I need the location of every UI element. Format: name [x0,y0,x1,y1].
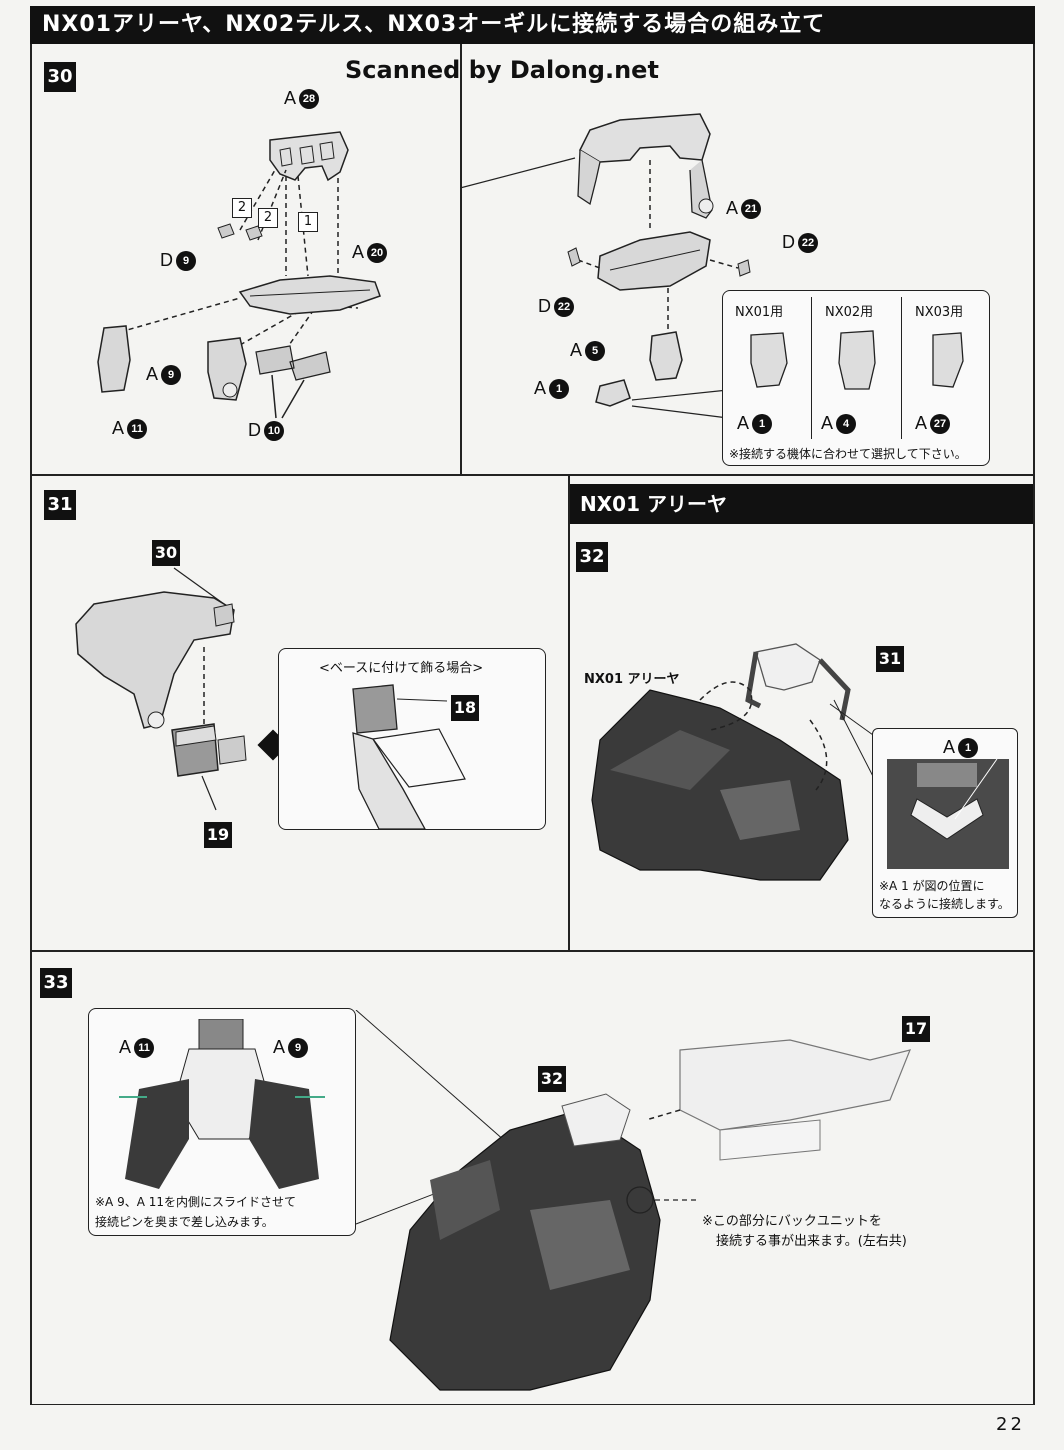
part-a20-shape [238,275,381,315]
inset-note-2: 接続ピンを奥まで差し込みます。 [95,1215,274,1229]
divider-v1 [460,44,462,474]
step-31-diagram [75,567,247,811]
base-caption: <ベースに付けて飾る場合> [319,661,484,676]
base-box: <ベースに付けて飾る場合> 18 [278,648,546,830]
page-number: 22 [996,1414,1025,1435]
step-30-left-diagram [97,131,381,419]
back-unit-note-2: 接続する事が出来ます。(左右共) [716,1234,907,1249]
part-30-badge: 30 [152,540,180,566]
part-31-badge: 31 [876,646,904,672]
part-a28-shape [269,131,349,182]
footer-line [30,1404,1035,1405]
option-nx01-title: NX01用 [735,305,784,320]
divider-2 [30,950,1035,952]
step-33-number: 33 [40,968,72,998]
part-17-badge: 17 [902,1016,930,1042]
step-30-number: 30 [44,62,76,92]
watermark: Scanned by Dalong.net [345,56,659,84]
frame-left [30,44,32,1404]
step-33-diagram [355,1010,911,1391]
inset-drawing [119,1019,325,1189]
option-nx02-title: NX02用 [825,305,874,320]
page-header: NX01アリーヤ、NX02テルス、NX03オーギルに接続する場合の組み立て [30,6,1035,44]
divider-1 [30,474,1035,476]
callout-drawing [887,759,1009,869]
order-mark-2a: 2 [232,198,252,218]
part-19-badge: 19 [204,822,232,848]
order-mark-2b: 2 [258,208,278,228]
part-a9-shape [207,337,247,401]
callout-note-2: なるように接続します。 [879,897,1010,911]
callout-note-1: ※A 1 が図の位置に [879,879,985,893]
nx01-model-label: NX01 アリーヤ [584,672,680,687]
frame-right [1033,44,1035,1404]
base-drawing [352,684,466,829]
nx01-section-header: NX01 アリーヤ [570,484,1033,524]
step-31-number: 31 [44,490,76,520]
order-mark-1: 1 [298,212,318,232]
option-nx03-title: NX03用 [915,305,964,320]
part-32-badge: 32 [538,1066,566,1092]
divider-v2 [568,476,570,950]
step-30-connector [460,157,576,189]
option-note: ※接続する機体に合わせて選択して下さい。 [729,447,967,461]
step-32-diagram [591,643,881,881]
part-a11-shape [97,325,131,393]
part-18-badge: 18 [451,695,479,721]
inset-note-1: ※A 9、A 11を内側にスライドさせて [95,1195,297,1209]
step-30-right-diagram [567,113,751,419]
step-32-number: 32 [576,542,608,572]
back-unit-note-1: ※この部分にバックユニットを [702,1214,882,1229]
option-parts-drawing [750,330,964,390]
part-d10-shape [255,345,331,381]
